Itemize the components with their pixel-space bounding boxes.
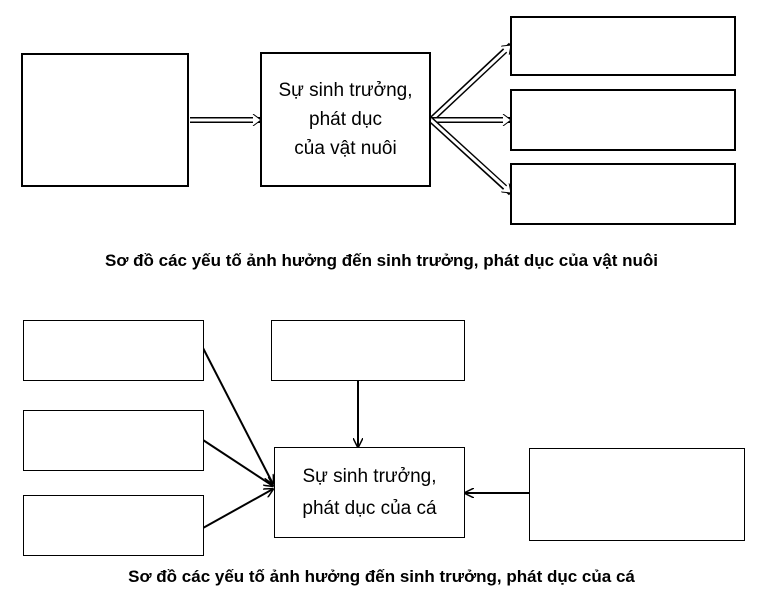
empty-box-right [529,448,745,541]
empty-box-top [271,320,465,381]
center-text-line: của vật nuôi [294,138,397,159]
empty-box-left-3 [23,495,204,556]
center-text-line: Sự sinh trưởng, [302,465,437,487]
center-text-line: Sự sinh trưởng, [278,80,413,101]
center-box-livestock: Sự sinh trưởng, phát dục của vật nuôi [260,52,431,187]
arrow-left-top [202,347,273,484]
empty-box-input [21,53,189,187]
caption-livestock: Sơ đồ các yếu tố ảnh hưởng đến sinh trưở… [105,251,658,270]
center-box-fish: Sự sinh trưởng, phát dục của cá [274,447,465,538]
center-text-line: phát dục của cá [302,497,437,519]
double-arrow-output-bottom [428,117,514,196]
empty-box-output-1 [510,16,736,76]
arrow-left-middle [202,439,273,486]
empty-box-output-2 [510,89,736,151]
arrow-left-bottom [202,489,273,529]
empty-box-left-1 [23,320,204,381]
double-arrow-output-top [428,42,514,123]
empty-box-left-2 [23,410,204,471]
empty-box-output-3 [510,163,736,225]
caption-fish: Sơ đồ các yếu tố ảnh hưởng đến sinh trưở… [128,567,635,586]
center-text-line: phát dục [309,109,382,130]
